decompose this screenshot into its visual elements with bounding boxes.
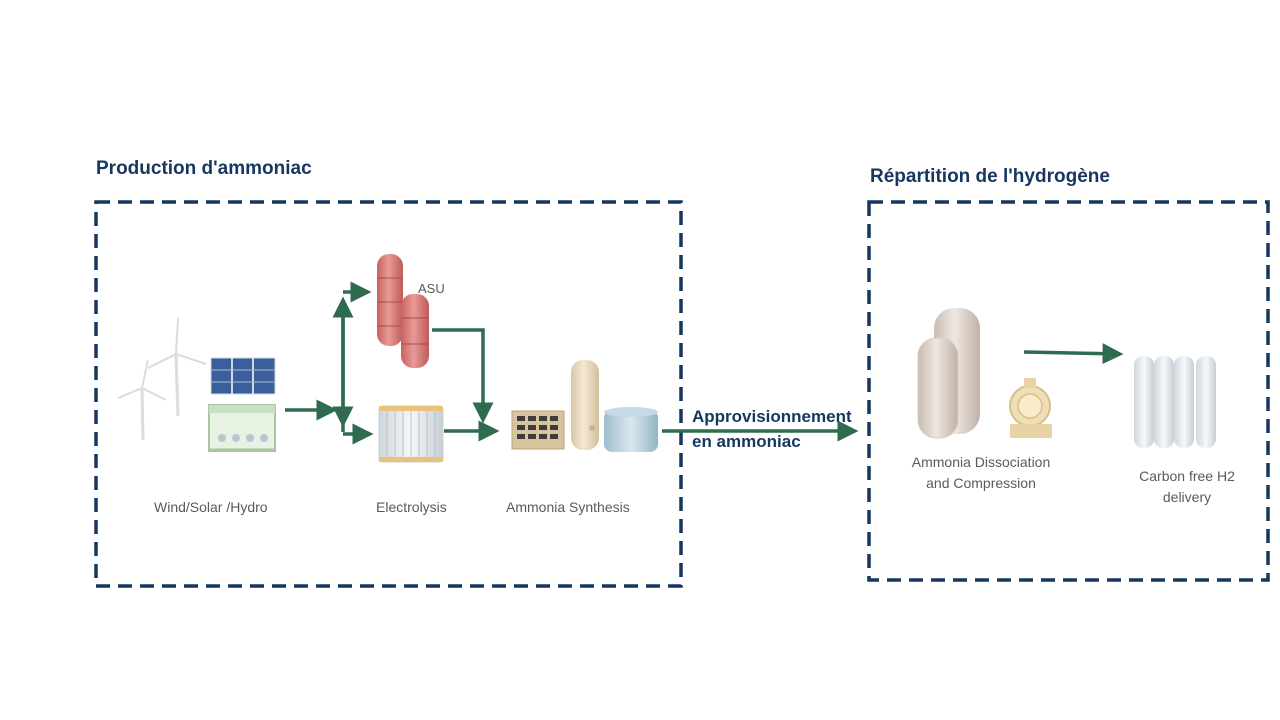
dissociation-label-line-1: Ammonia Dissociation (911, 454, 1051, 470)
synthesis-label: Ammonia Synthesis (506, 499, 630, 515)
dissociation-label-line-2: and Compression (926, 475, 1036, 491)
dissociation-label: Ammonia Dissociation and Compression (896, 452, 1066, 494)
production-section-title: Production d'ammoniac (96, 158, 312, 179)
renewables-label: Wind/Solar /Hydro (154, 499, 268, 515)
asu-column-icon (377, 254, 429, 368)
dissociation-tank-icon (917, 308, 980, 439)
ammonia-supply-label: Approvisionnement en ammoniac (692, 404, 852, 454)
solar-panel-icon (210, 357, 276, 395)
delivery-label: Carbon free H2 delivery (1126, 466, 1248, 508)
arrow-asu-to-synthesis (432, 328, 494, 424)
delivery-label-line-2: delivery (1162, 489, 1212, 505)
delivery-label-line-1: Carbon free H2 (1139, 468, 1235, 484)
electrolysis-label: Electrolysis (376, 499, 447, 515)
hydro-dam-icon (208, 404, 276, 452)
wind-turbine-icon (117, 317, 207, 441)
synthesis-reactor-icon (511, 360, 658, 452)
asu-label: ASU (418, 281, 445, 296)
distribution-section-title: Répartition de l'hydrogène (870, 166, 1110, 187)
compressor-icon (1009, 378, 1052, 438)
distribution-box (867, 200, 1270, 582)
production-box (94, 200, 683, 588)
supply-label-line-1: Approvisionnement (692, 407, 852, 426)
electrolyzer-icon (378, 405, 444, 463)
supply-label-line-2: en ammoniac (692, 432, 801, 451)
h2-cylinders-icon (1134, 356, 1216, 448)
flow-arrows (285, 281, 1124, 445)
arrow-to-delivery (1023, 343, 1124, 365)
